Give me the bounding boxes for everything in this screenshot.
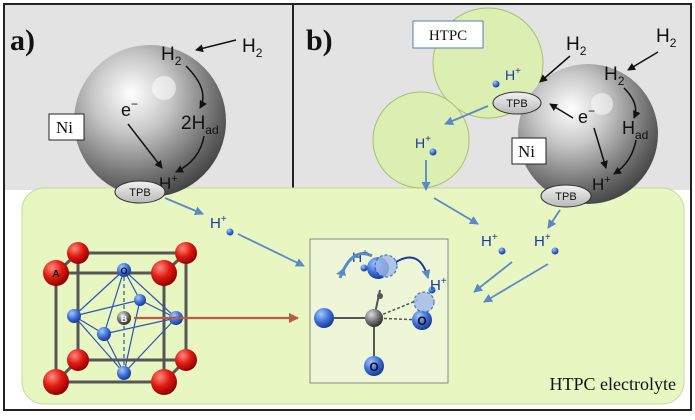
arrow-to-site-2 [483,263,549,303]
ni-label-b: Ni [518,142,535,161]
a-site-label: A [52,269,59,280]
arrow-tpb-b-to-electrolyte [547,209,561,229]
oxygen-atom [67,309,81,323]
electrolyte-label: HTPC electrolyte [550,374,676,394]
tpb-ellipse-a [114,180,166,204]
htpc-sphere-small [372,91,470,189]
tpb-ellipse-b-top [492,91,542,115]
oxygen-label-bottom: O [369,360,378,374]
oxygen-ghost-top [374,254,398,278]
proton-label-detail-2: H+ [430,276,447,294]
proton-dot-electrolyte-left [226,228,234,236]
h2-gas-b2: H2 [656,26,677,50]
had-label-a: 2Had [181,113,219,137]
arrow-had-to-hplus-b [613,139,637,175]
ni-label-box-a [48,113,85,141]
arrow-to-site-1 [473,261,513,293]
h2-gas-a: H2 [242,36,263,60]
a-site-atom [151,369,177,395]
proton-label-electrolyte-right: H+ [534,232,551,250]
oxygen-atom-left [314,308,334,328]
hop-arrow [395,256,431,279]
arrow-h2-to-had-a [185,65,207,109]
h2-adsorbed-b: H2 [604,64,625,88]
arrow-h2-to-had-b [623,87,641,119]
arrow-proton-hop-b [444,105,489,126]
arrow-h2-to-tpb-b [539,55,571,83]
ni-particle-a [74,45,226,197]
octahedron [73,269,177,374]
oxygen-atom-bottom [364,356,384,376]
proton-dot-electrolyte-mid [498,247,506,255]
ni-label-box-b [511,137,547,165]
htpc-label-box [412,20,484,49]
detail-octahedron-site: O O H+ H+ [314,248,447,376]
proton-dot-detail-3 [428,286,436,294]
tpb-label-b-top: TPB [506,98,527,110]
proton-dot-b-upper [492,80,500,88]
arrow-had-to-hplus-a [175,135,205,173]
panel-a-label: a) [10,24,35,57]
oxygen-atom [117,366,131,380]
a-site-atom [43,260,69,286]
oxygen-atom-right [412,310,432,330]
arrow-electron-b1 [549,103,574,119]
htpc-label: HTPC [429,28,467,44]
panel-b-label: b) [306,24,333,57]
arrow-h2-to-h2-a [195,39,237,53]
oxygen-label-top: O [120,266,127,276]
had-label-b: Had [622,118,648,142]
proton-dot-detail-2 [377,293,383,299]
arrow-htpc-to-electrolyte [433,197,479,225]
ni-highlight-a [152,76,176,100]
electron-label-a: e− [121,97,138,120]
perovskite-unit-cell: A O B [43,242,197,395]
b-site-atom-detail [365,309,383,327]
oxygen-atom [97,327,111,341]
proton-dot-b-lower [429,148,437,156]
proton-label-electrolyte-mid: H+ [481,232,498,250]
oxygen-ghost-right [413,291,435,313]
arrow-proton-to-site [237,233,305,267]
proton-label-b-lower: H+ [415,134,431,151]
a-site-atom [175,242,197,264]
proton-dot-detail-1 [360,264,368,272]
ni-label-a: Ni [56,118,73,137]
tpb-label-a: TPB [129,187,150,199]
arrow-electron-b2 [593,127,608,169]
ni-particle-b [518,64,658,204]
tpb-ellipse-b-right [540,184,592,208]
proton-label-b-upper: H+ [505,66,521,83]
tpb-label-b-right: TPB [555,191,576,203]
a-site-atom [43,369,69,395]
a-site-atom [151,260,177,286]
a-site-atom [67,349,89,371]
outer-frame [3,3,692,411]
hplus-label-b: H+ [592,174,611,194]
arrow-electron-a [127,123,163,169]
oxygen-label-right: O [417,314,426,328]
proton-dot-electrolyte-right [551,247,559,255]
electron-label-b: e− [578,104,595,127]
a-site-atom [67,242,89,264]
oxygen-atom [134,294,146,306]
b-site-label: B [121,314,128,324]
h2-gas-b1: H2 [566,34,587,58]
arrow-tpb-a-to-proton [164,197,204,216]
h2-adsorbed-a: H2 [161,44,182,68]
rotation-arrow-head [336,268,346,276]
a-site-atom [175,349,197,371]
arrow-h2-to-h2-b [627,51,659,71]
ni-highlight-b [591,93,613,115]
proton-label-electrolyte-left: H+ [210,214,227,232]
b-site-atom [117,311,131,325]
oxygen-atom-top [117,263,131,277]
